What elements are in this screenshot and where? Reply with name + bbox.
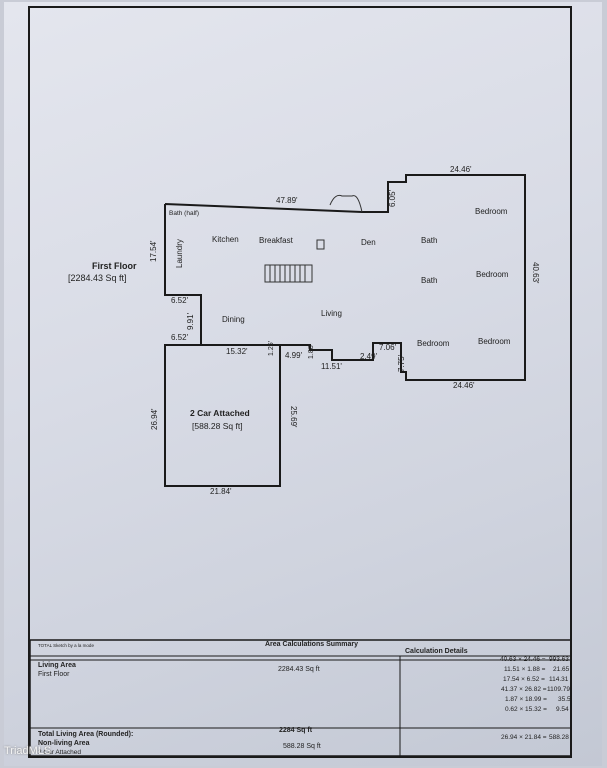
dim-garage-top: 15.32' — [226, 347, 248, 356]
dim-front: 11.51' — [321, 362, 342, 371]
dim-wing-top: 24.46' — [450, 165, 472, 174]
dim-notch-top: 6.52' — [171, 296, 189, 305]
dim-notch-bottom: 6.52' — [171, 333, 189, 342]
room-bedroom-2: Bedroom — [476, 270, 509, 279]
dim-garage-bottom: 21.84' — [210, 487, 232, 496]
sketch-note: TOTAL Sketch by a la mode — [38, 643, 94, 648]
summary-title: Area Calculations Summary — [265, 641, 358, 648]
total-living-value: 2284 Sq ft — [279, 727, 313, 734]
room-dining: Dining — [222, 315, 245, 324]
room-den: Den — [361, 238, 376, 247]
calc-row: 17.54 × 6.52 = — [503, 676, 545, 683]
floor-title: First Floor — [92, 261, 137, 271]
garage-calc-result: 588.28 — [549, 734, 569, 741]
watermark: TriadMLS — [4, 745, 52, 757]
dim-garage-right: 25.69' — [289, 406, 298, 428]
garage-summary-label: 2 Car Attached — [38, 749, 81, 756]
dim-bump-width: 4.99' — [285, 351, 303, 360]
dim-left-upper: 17.54' — [149, 240, 158, 262]
room-bedroom-4: Bedroom — [478, 337, 511, 346]
calc-row: 41.37 × 26.82 = — [501, 686, 547, 693]
dim-wing-bottom: 24.46' — [453, 381, 475, 390]
bay-window-symbol — [329, 194, 363, 213]
calc-row: 11.51 × 1.88 = — [504, 666, 546, 673]
dim-top: 47.89' — [276, 196, 298, 205]
room-bath-2: Bath — [421, 276, 438, 285]
first-floor-value: 2284.43 Sq ft — [278, 666, 320, 673]
room-bath-half: Bath (half) — [169, 210, 199, 217]
garage-outline — [164, 344, 281, 487]
living-area-label: Living Area — [38, 662, 76, 669]
dim-front-step: 2.49' — [360, 352, 378, 361]
summary-box — [29, 639, 572, 757]
calc-row: 0.62 × 15.32 = — [505, 706, 547, 713]
calc-result: 993.63 — [549, 656, 569, 663]
room-bedroom-1: Bedroom — [475, 207, 508, 216]
drawing-frame — [28, 6, 572, 758]
garage-title: 2 Car Attached — [190, 408, 250, 418]
dim-notch-side: 9.91' — [186, 312, 195, 330]
calc-result: 114.31 — [549, 676, 569, 683]
dim-step-vertical: 6.05' — [388, 189, 397, 207]
calc-result: 9.54 — [556, 706, 569, 713]
room-bath-1: Bath — [421, 236, 438, 245]
stairs-symbol — [264, 264, 313, 283]
paper-sheet — [4, 2, 602, 766]
first-floor-label: First Floor — [38, 671, 70, 678]
room-breakfast: Breakfast — [259, 236, 293, 245]
garage-calc-row: 26.94 × 21.84 = — [501, 734, 547, 741]
non-living-label: Non-living Area — [38, 740, 90, 747]
house-outline — [164, 174, 526, 381]
room-living: Living — [321, 309, 342, 318]
dim-garage-right-small: 1.25' — [268, 341, 275, 356]
dim-garage-left: 26.94' — [150, 408, 159, 430]
total-living-label: Total Living Area (Rounded): — [38, 731, 134, 738]
room-kitchen: Kitchen — [212, 235, 239, 244]
dim-wing-step-height: 7.75' — [397, 354, 406, 372]
calc-row: 40.63 × 24.46 = — [500, 656, 546, 663]
dim-wing-right: 40.63' — [531, 262, 540, 284]
calc-result: 35.5 — [558, 696, 571, 703]
room-bedroom-3: Bedroom — [417, 339, 450, 348]
calc-row: 1.87 × 18.99 = — [505, 696, 547, 703]
floor-area: [2284.43 Sq ft] — [68, 273, 127, 283]
calc-details-title: Calculation Details — [405, 648, 468, 655]
room-laundry: Laundry — [175, 239, 184, 268]
fixture-symbol — [316, 239, 325, 250]
garage-area: [588.28 Sq ft] — [192, 421, 243, 431]
dim-wing-step-width: 7.06' — [379, 343, 397, 352]
calc-result: 1109.79 — [547, 686, 571, 693]
calc-result: 21.65 — [553, 666, 570, 673]
garage-summary-value: 588.28 Sq ft — [283, 743, 321, 750]
dim-bump-height: 1.88' — [308, 344, 315, 359]
